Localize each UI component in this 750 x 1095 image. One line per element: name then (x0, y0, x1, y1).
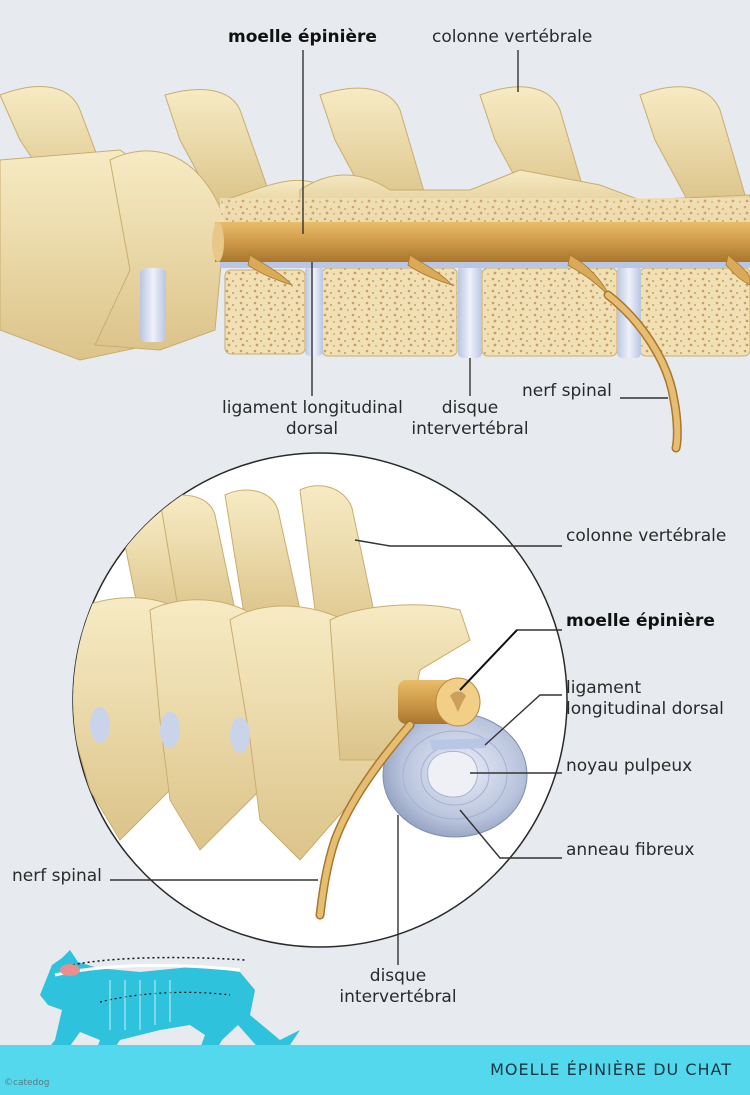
label-dorsal-ligament-top: ligament longitudinal dorsal (222, 398, 403, 440)
label-disc-detail-line2: intervertébral (339, 987, 457, 1007)
label-vertebral-column-top: colonne vertébrale (432, 27, 593, 47)
label-nucleus-pulposus: noyau pulpeux (566, 756, 693, 776)
copyright-text: ©catedog (4, 1078, 50, 1088)
label-disc-top-line2: intervertébral (411, 419, 529, 439)
label-disc-detail-line1: disque (369, 966, 427, 986)
label-dorsal-ligament-detail-line2: longitudinal dorsal (566, 699, 724, 719)
label-spinal-nerve-top: nerf spinal (522, 381, 612, 401)
label-annulus-fibrosus: anneau fibreux (566, 840, 695, 860)
detail-leader-lines (110, 539, 562, 965)
label-spinal-cord-top: moelle épinière (228, 27, 377, 47)
label-dorsal-ligament-top-line1: ligament longitudinal (222, 398, 403, 418)
label-vertebral-column-detail: colonne vertébrale (566, 526, 727, 546)
label-disc-top: disque intervertébral (408, 398, 532, 440)
label-spinal-nerve-detail: nerf spinal (12, 866, 102, 886)
top-spine-illustration (0, 86, 750, 453)
label-spinal-cord-detail: moelle épinière (566, 611, 715, 631)
label-disc-detail: disque intervertébral (330, 966, 466, 1008)
label-disc-top-line1: disque (441, 398, 499, 418)
detail-spine-illustration (73, 485, 528, 920)
cat-skeleton-icon (35, 950, 300, 1072)
top-leader-lines (302, 50, 668, 399)
label-dorsal-ligament-top-line2: dorsal (285, 419, 339, 439)
label-dorsal-ligament-detail-line1: ligament (566, 678, 642, 698)
label-dorsal-ligament-detail: ligament longitudinal dorsal (566, 678, 724, 720)
footer-bar (0, 1045, 750, 1095)
footer-title: MOELLE ÉPINIÈRE DU CHAT (490, 1060, 732, 1079)
